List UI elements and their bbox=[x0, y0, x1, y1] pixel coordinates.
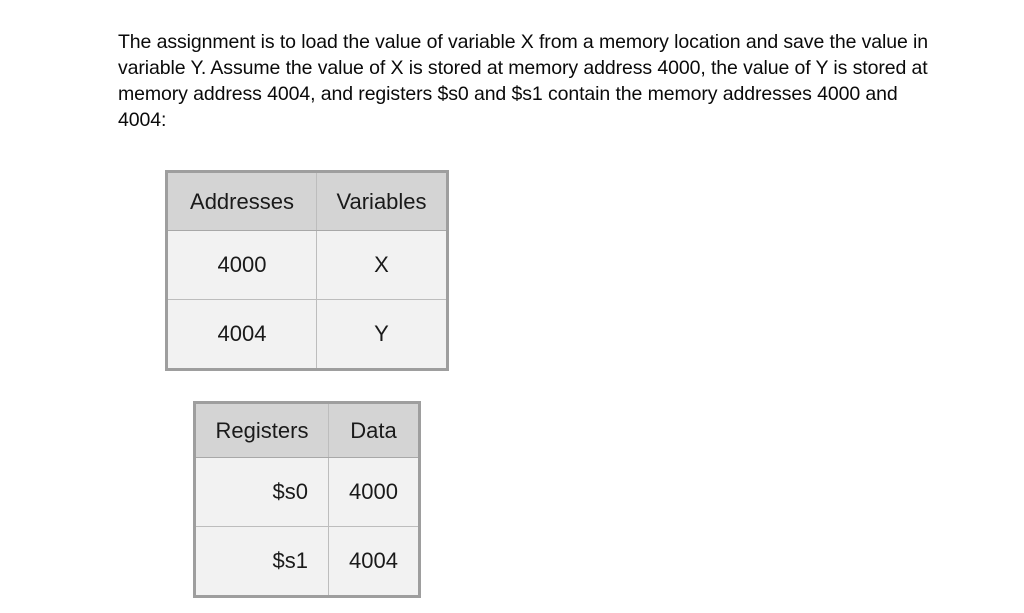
cell-data-s0: 4000 bbox=[328, 457, 420, 527]
table-row: $s1 4004 bbox=[194, 526, 420, 597]
table-header-row: Addresses Variables bbox=[166, 171, 448, 231]
cell-address-y: 4004 bbox=[166, 299, 317, 370]
column-header-registers: Registers bbox=[194, 402, 329, 458]
table-row: $s0 4000 bbox=[194, 457, 420, 527]
table-row: 4000 X bbox=[166, 230, 448, 300]
cell-address-x: 4000 bbox=[166, 230, 317, 300]
cell-variable-x: X bbox=[316, 230, 448, 300]
column-header-variables: Variables bbox=[316, 171, 448, 231]
column-header-data: Data bbox=[328, 402, 420, 458]
cell-data-s1: 4004 bbox=[328, 526, 420, 597]
assignment-prompt-text: The assignment is to load the value of v… bbox=[118, 30, 929, 131]
cell-register-s1: $s1 bbox=[194, 526, 329, 597]
column-header-addresses: Addresses bbox=[166, 171, 317, 231]
cell-variable-y: Y bbox=[316, 299, 448, 370]
table-row: 4004 Y bbox=[166, 299, 448, 370]
cell-register-s0: $s0 bbox=[194, 457, 329, 527]
table-header-row: Registers Data bbox=[194, 402, 420, 458]
addresses-variables-table: Addresses Variables 4000 X 4004 Y bbox=[165, 170, 449, 371]
registers-data-table: Registers Data $s0 4000 $s1 4004 bbox=[193, 401, 421, 598]
